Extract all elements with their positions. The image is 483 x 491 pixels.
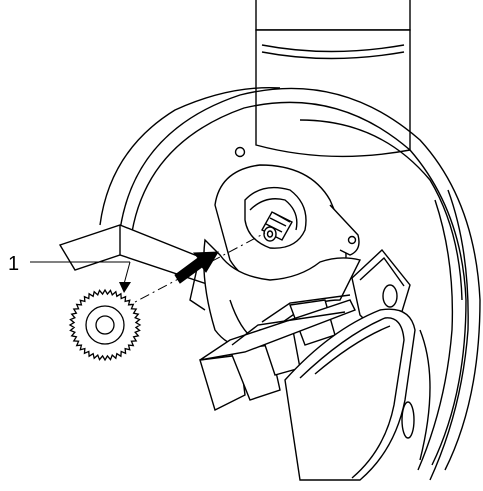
- gear-icon: [68, 288, 142, 362]
- pointer-arrow-icon: [174, 251, 219, 284]
- fin-cover: [199, 294, 431, 481]
- threaded-bolt: [261, 211, 293, 242]
- callout-number: 1: [8, 253, 19, 275]
- wheel-housing: [99, 86, 481, 481]
- callout-1: 1: [8, 253, 131, 293]
